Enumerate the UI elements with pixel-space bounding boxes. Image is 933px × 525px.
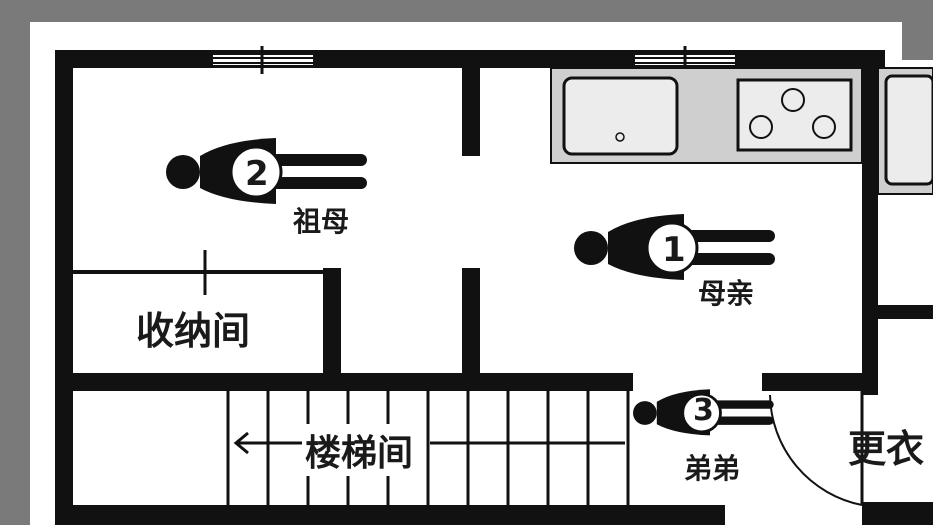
kitchen-right-wall [862,50,878,395]
center-wall-lower [462,268,480,390]
room-label-stairs: 楼梯间 [305,424,414,476]
stove-icon [736,78,853,152]
person-number-2: 2 [245,154,269,194]
dressing-top-wall [762,373,878,391]
bottom-wall [55,505,725,525]
bottom-right-wall [862,502,933,525]
lying-person-icon [633,389,774,436]
window-right [635,46,735,74]
person-name-grandmother: 祖母 [293,205,350,238]
lying-person-icon [574,214,775,280]
person-number-1: 1 [662,230,686,270]
right-stub-wall [876,305,933,319]
center-wall-upper [462,60,480,156]
person-name-brother: 弟弟 [684,452,741,485]
person-number-3: 3 [693,393,714,428]
door-swing-icon [769,391,864,506]
storage-right-wall [323,268,341,390]
kitchen-counter [550,67,863,164]
appliance-right [877,67,933,195]
room-label-storage: 收纳间 [136,309,251,353]
room-label-dressing: 更衣 [848,427,925,471]
sink-icon [562,76,679,156]
left-wall [55,50,73,525]
lying-person-icon [166,138,367,204]
window-left [213,46,313,74]
person-name-mother: 母亲 [698,277,755,310]
stairs-top-wall [55,373,633,391]
arrow-left-icon [233,431,625,455]
